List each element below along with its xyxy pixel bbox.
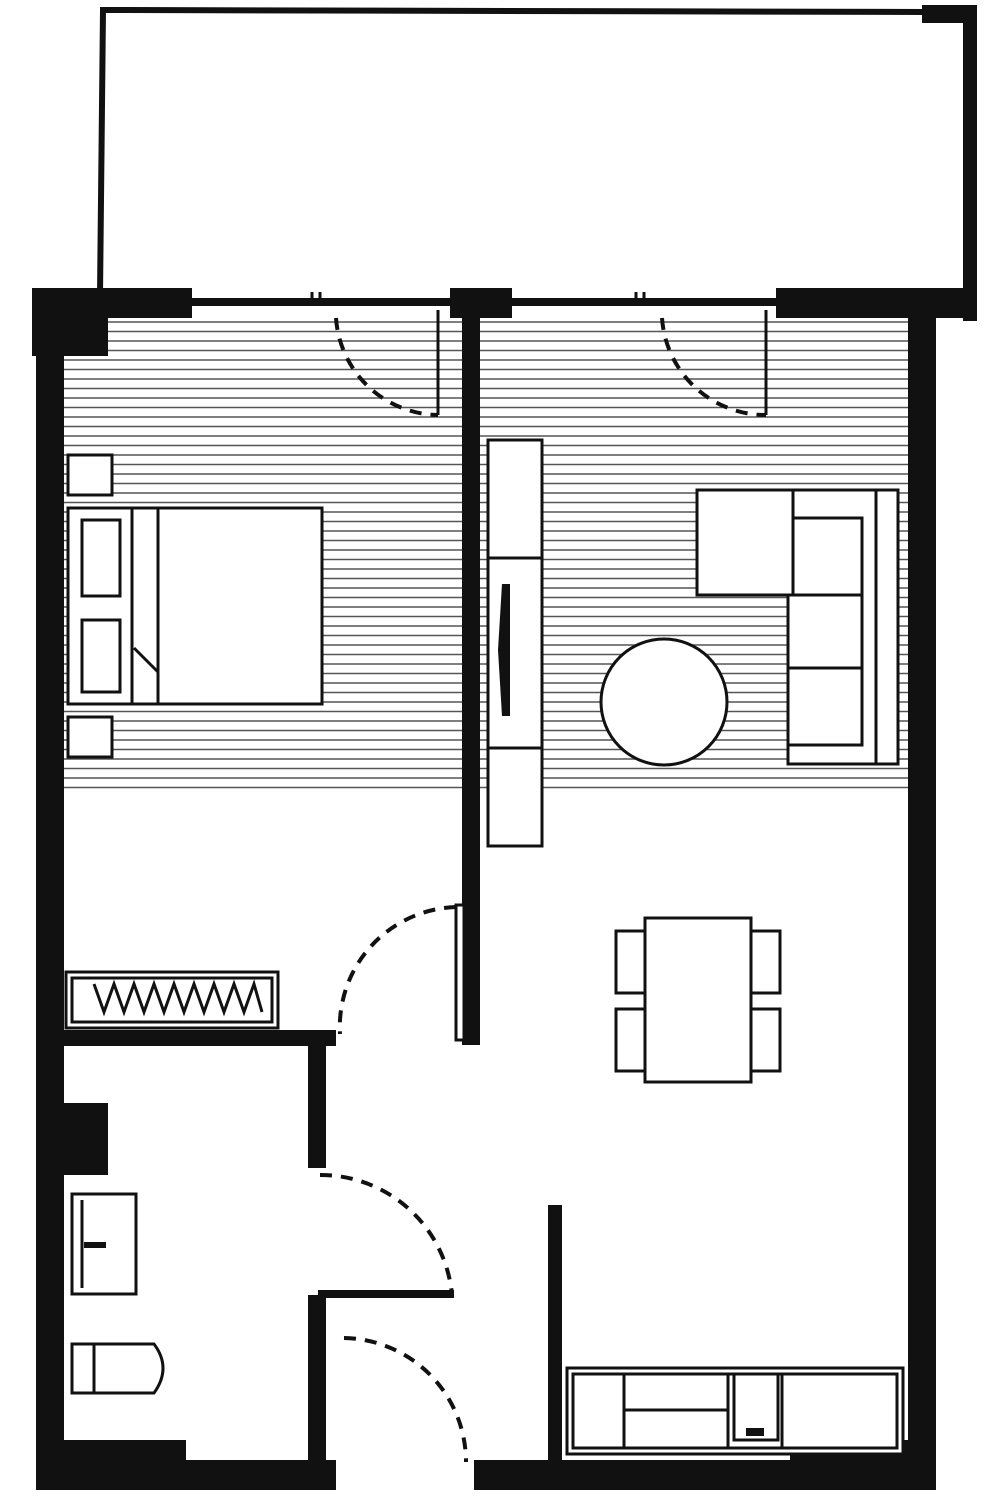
window-bedroom <box>190 298 450 306</box>
window-living <box>510 298 778 306</box>
wardrobe-inner <box>70 976 274 1024</box>
kitchen <box>565 1366 905 1456</box>
door-swing-bathroom <box>319 1172 454 1296</box>
bathroom-fixtures <box>70 1192 165 1395</box>
sofa-chaise <box>695 488 795 597</box>
balcony <box>97 5 977 321</box>
wall-right <box>908 300 936 1490</box>
wall-bedroom-living <box>462 310 480 1045</box>
wall-top-mid <box>450 288 512 318</box>
wall-kitchen-side <box>548 1205 562 1465</box>
door-swing-bedroom <box>337 905 457 1035</box>
wall-bath-entry-upper <box>308 1038 326 1168</box>
bedroom-furniture <box>64 453 324 1030</box>
pillow <box>80 618 122 694</box>
bedside-table-bottom <box>66 715 114 759</box>
door-swing-living-balcony <box>660 317 767 418</box>
tv-unit <box>486 438 544 848</box>
tap <box>84 1242 106 1248</box>
dining-chair <box>614 929 650 995</box>
wall-bottom-left-pier <box>36 1440 186 1490</box>
sofa-frame <box>786 488 900 766</box>
tv <box>498 584 510 716</box>
sofa-seat <box>788 490 864 747</box>
exterior-walls <box>32 288 976 1490</box>
door-swing-entry <box>343 1336 468 1463</box>
wall-bath-entry-lower <box>308 1295 326 1465</box>
balcony-rail <box>97 6 926 296</box>
dining-table <box>643 916 753 1084</box>
dining-furniture <box>614 916 782 1084</box>
doors <box>319 310 768 1463</box>
wall-linen-top <box>318 1290 454 1298</box>
wall-bath-pier <box>60 1103 108 1175</box>
sink-tap <box>746 1428 764 1436</box>
pillow <box>80 518 122 598</box>
living-furniture <box>486 438 900 848</box>
balcony-right-rail <box>963 5 977 321</box>
coffee-table <box>599 637 729 767</box>
interior-walls <box>60 310 562 1465</box>
wardrobe-hangers <box>92 979 264 1017</box>
dining-chair <box>746 929 782 995</box>
bedside-table-top <box>66 453 114 497</box>
wall-bedroom-door-jamb <box>454 903 466 1042</box>
toilet <box>70 1342 165 1395</box>
wall-top-right <box>776 288 976 318</box>
dining-chair <box>614 1007 650 1073</box>
wall-left <box>36 290 64 1490</box>
dining-chair <box>746 1007 782 1073</box>
door-swing-bedroom-balcony <box>334 317 439 417</box>
wall-bedroom-bath <box>60 1030 336 1046</box>
bed-fold <box>132 646 160 674</box>
